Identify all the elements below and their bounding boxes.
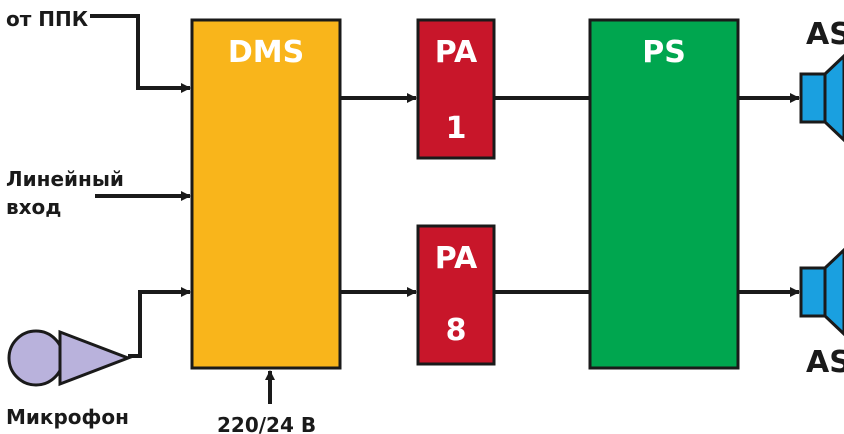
pa-8-label: PA — [435, 241, 478, 276]
power-label: 220/24 В — [217, 413, 316, 434]
pa-1-block — [416, 18, 496, 160]
line-in-label-1: Линейный — [6, 167, 124, 191]
pa-8-number: 8 — [446, 313, 467, 348]
pa-8-block — [416, 224, 496, 366]
ppk-label: от ППК — [6, 7, 89, 31]
pa-1-label: PA — [435, 35, 478, 70]
dms-block — [190, 18, 342, 370]
line-in-label-2: вход — [6, 195, 61, 219]
microphone-icon — [7, 329, 133, 387]
ppk-connector — [90, 14, 191, 93]
pa-1-number: 1 — [446, 111, 467, 146]
microphone-label: Микрофон — [6, 405, 129, 429]
speaker-bottom-icon — [799, 247, 844, 337]
speaker-top-icon — [799, 53, 844, 143]
as-top-label: AS — [806, 17, 844, 52]
ps-label: PS — [642, 35, 686, 70]
mic-connector — [128, 287, 191, 358]
as-bottom-label: AS — [806, 345, 844, 380]
dms-label: DMS — [228, 35, 304, 70]
ps-block — [588, 18, 740, 370]
